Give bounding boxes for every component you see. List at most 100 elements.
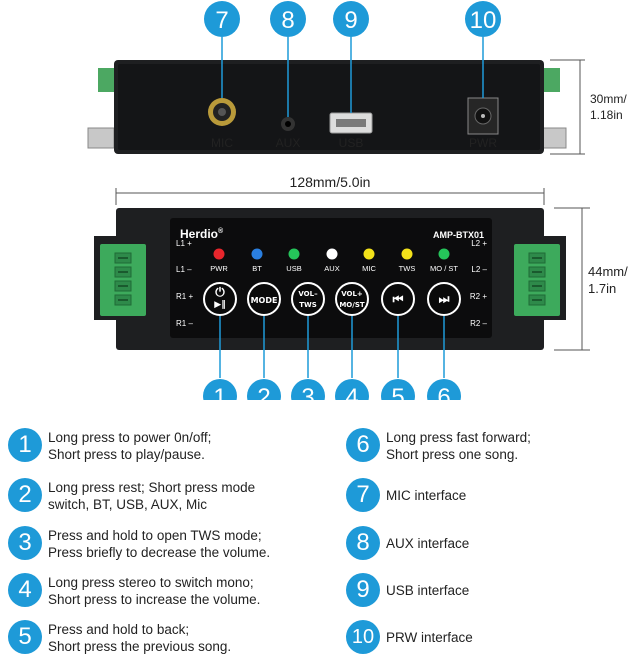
led-label: MIC [362,264,376,273]
top-badge-7: 7 [204,1,240,37]
width-label: 128mm/5.0in [290,174,371,190]
model-label: AMP-BTX01 [433,230,484,240]
front-height-label: 44mm/ [588,264,628,279]
legend-number-badge: 1 [8,428,42,462]
legend-description: USB interface [386,573,469,599]
button-label-top: ⏭ [439,292,450,306]
legend-item-6: 6 Long press fast forward; Short press one… [346,428,531,463]
top-badge-number: 10 [470,7,497,34]
legend-number-badge: 6 [346,428,380,462]
top-badge-number: 7 [215,7,228,34]
port-label-pwr: PWR [469,136,497,150]
legend-description: Long press to power 0n/off;Short press t… [48,428,211,463]
left-terminal-block [100,244,146,316]
legend-line: Long press to power 0n/off; [48,430,212,445]
legend-line: Press and hold to open TWS mode; [48,528,262,543]
legend-line: Press and hold to back; [48,622,190,637]
bottom-badge-1: 1 [203,379,237,400]
legend-description: Long press stereo to switch mono; Short p… [48,573,260,608]
top-badge-number: 8 [281,7,294,34]
legend-line: MIC interface [386,488,467,503]
legend-number-badge: 2 [8,478,42,512]
button-label-top: VOL+ [341,290,363,298]
led-label: USB [286,264,301,273]
button-label-top: VOL– [298,290,318,298]
bottom-badge-2: 2 [247,379,281,400]
panel-button-1[interactable]: ⏻▶‖ [203,282,237,316]
legend-item-5: 5 Press and hold to back; Short press the … [8,620,231,655]
left-terminal-label: L1 + [176,239,192,248]
port-label-mic: MIC [211,136,233,150]
top-badge-9: 9 [333,1,369,37]
legend-line: switch, BT, USB, AUX, Mic [48,497,208,512]
right-terminal-label: R2 + [470,292,487,301]
left-terminal-label: R1 + [176,292,193,301]
legend-number-badge: 9 [346,573,380,607]
bottom-badge-number: 1 [213,384,226,400]
right-terminal-label: L2 + [471,239,487,248]
legend-description: Press and hold to back; Short press the p… [48,620,231,655]
bottom-badge-number: 4 [345,384,358,400]
legend-line: AUX interface [386,536,470,551]
led-most: MO / ST [430,248,458,273]
led-label: TWS [399,264,416,273]
bottom-badge-4: 4 [335,379,369,400]
top-badge-10: 10 [465,1,501,37]
right-terminal-label: R2 – [470,319,487,328]
left-terminal-label: R1 – [176,319,193,328]
legend-line: Short press the previous song. [48,639,232,654]
legend-number-badge: 10 [346,620,380,654]
legend-item-8: 8 AUX interface [346,526,469,560]
legend-number-badge: 8 [346,526,380,560]
brand-logo: Herdio® [180,227,224,241]
bottom-badge-number: 5 [391,384,404,400]
legend-description: AUX interface [386,526,469,552]
button-label-top: ⏮ [393,292,404,306]
legend-number-badge: 3 [8,526,42,560]
led-aux: AUX [324,248,340,273]
bottom-badge-3: 3 [291,379,325,400]
port-label-aux: AUX [276,136,301,150]
rear-view [87,37,567,154]
right-terminal-block [514,244,560,316]
panel-button-3[interactable]: VOL– TWS [291,282,325,316]
legend-line: Long press fast forward; [386,430,531,445]
led-mic: MIC [362,248,376,273]
brand-registered-mark: ® [218,227,224,235]
legend-item-2: 2 Long press rest; Short press mode switch… [8,478,255,513]
legend-number-badge: 5 [8,620,42,654]
led-label: BT [252,264,262,273]
led-bt: BT [251,248,263,273]
rear-height-in-label: 1.18in [590,108,623,122]
led-label: PWR [210,264,228,273]
legend-description: Press and hold to open TWS mode;Press br… [48,526,270,561]
bottom-badge-5: 5 [381,379,415,400]
panel-button-4[interactable]: VOL+ MO/ST [335,282,369,316]
legend-line: Long press rest; Short press mode [48,480,256,495]
port-label-usb: USB [339,136,364,150]
led-pwr: PWR [210,248,228,273]
led-label: MO / ST [430,264,458,273]
legend-line: Long press stereo to switch mono; [48,575,254,590]
legend-number-badge: 4 [8,573,42,607]
led-usb: USB [286,248,302,273]
legend-line: Short press to increase the volume. [48,592,261,607]
legend-line: Short press one song. [386,447,519,462]
bottom-badge-number: 2 [257,384,270,400]
led-label: AUX [324,264,339,273]
legend-description: Long press fast forward; Short press one … [386,428,531,463]
left-terminal-label: L1 – [176,265,192,274]
panel-button-6[interactable]: ⏭ [427,282,461,316]
button-label-bottom: MO/ST [339,301,365,309]
top-badge-8: 8 [270,1,306,37]
panel-button-2[interactable]: MODE [247,282,281,316]
legend-item-4: 4 Long press stereo to switch mono; Short … [8,573,260,608]
button-label-bottom: TWS [299,301,317,309]
bottom-badge-number: 6 [437,384,450,400]
panel-button-5[interactable]: ⏮ [381,282,415,316]
right-terminal-label: L2 – [471,265,487,274]
